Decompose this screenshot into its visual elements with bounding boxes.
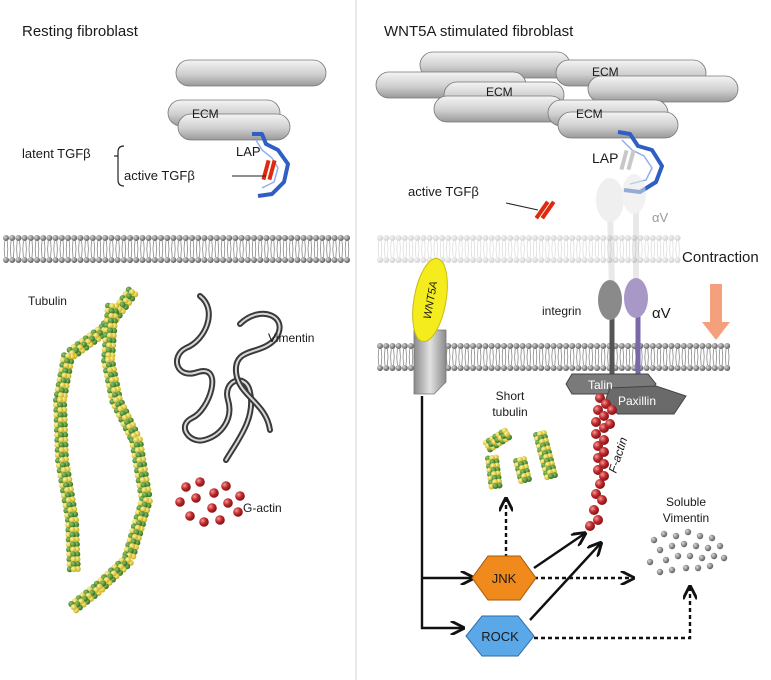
rock-kinase: ROCK xyxy=(465,615,535,657)
contraction-arrow xyxy=(702,284,730,340)
soluble-vimentin-label-1: Soluble xyxy=(666,495,706,509)
short-tubulin-label-1: Short xyxy=(496,389,525,403)
rock-to-actin-arrow xyxy=(529,544,600,621)
soluble-vimentin-label-2: Vimentin xyxy=(663,511,709,525)
active-integrin xyxy=(598,278,648,374)
left-lap-label: LAP xyxy=(236,144,261,159)
vimentin-filaments xyxy=(174,293,283,463)
f-actin-label: F-actin xyxy=(606,435,631,475)
released-tgfb xyxy=(534,200,556,220)
left-ecm-label: ECM xyxy=(192,107,219,121)
vimentin-label: Vimentin xyxy=(268,331,314,345)
wnt5a-to-rock-arrow xyxy=(420,396,462,628)
rock-label: ROCK xyxy=(481,629,519,644)
right-ecm-label-1: ECM xyxy=(592,65,619,79)
latent-tgfb-bracket xyxy=(117,145,125,187)
av-label: αV xyxy=(652,305,671,322)
short-tubulin-fragments xyxy=(482,427,558,490)
left-ecm-cluster: ECM xyxy=(167,59,327,141)
tubulin-filaments xyxy=(53,286,153,614)
right-lap-label: LAP xyxy=(592,150,618,166)
paxillin-label: Paxillin xyxy=(618,394,656,408)
integrin-label: integrin xyxy=(542,304,581,318)
rock-to-vimentin-arrow xyxy=(534,588,690,640)
left-cell-membrane xyxy=(3,235,350,263)
talin-paxillin-complex: Talin Paxillin xyxy=(565,373,687,415)
soluble-vimentin-particles xyxy=(646,528,728,576)
wnt5a-receptor: WNT5A xyxy=(412,258,448,395)
talin-label: Talin xyxy=(588,378,613,392)
f-actin-filament xyxy=(585,393,617,531)
right-ecm-label-2: ECM xyxy=(486,85,513,99)
faded-integrin xyxy=(596,174,646,291)
faded-av-label: αV xyxy=(652,210,669,225)
right-active-tgfb-label: active TGFβ xyxy=(408,184,479,199)
jnk-label: JNK xyxy=(492,571,517,586)
jnk-kinase: JNK xyxy=(471,555,537,601)
jnk-to-actin-arrow xyxy=(533,534,584,569)
tubulin-label: Tubulin xyxy=(28,294,67,308)
right-panel-title: WNT5A stimulated fibroblast xyxy=(384,23,574,40)
left-panel-title: Resting fibroblast xyxy=(22,23,139,40)
contraction-label: Contraction xyxy=(682,249,759,266)
g-actin-monomers xyxy=(175,477,245,527)
g-actin-label: G-actin xyxy=(243,501,282,515)
left-lap-complex: LAP xyxy=(236,132,290,198)
short-tubulin-label-2: tubulin xyxy=(492,405,527,419)
right-ecm-label-3: ECM xyxy=(576,107,603,121)
latent-tgfb-label: latent TGFβ xyxy=(22,146,91,161)
right-ecm-cluster: ECM ECM ECM xyxy=(375,51,739,139)
signaling-arrows xyxy=(420,396,690,640)
left-active-tgfb-label: active TGFβ xyxy=(124,168,195,183)
